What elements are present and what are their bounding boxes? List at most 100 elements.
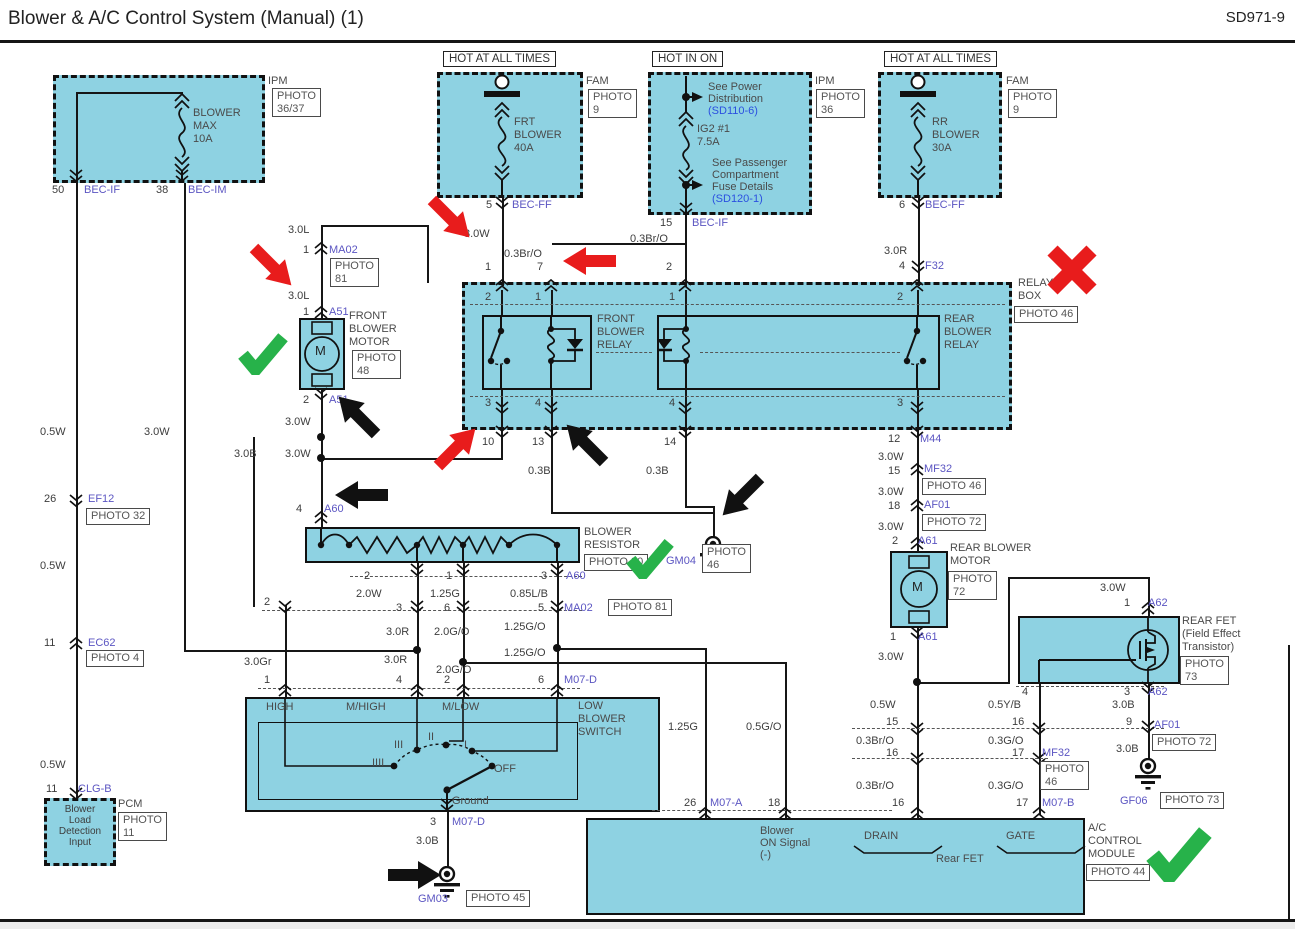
photo-reference-label: PHOTO 4 (86, 650, 145, 667)
wire-line (417, 563, 419, 697)
pin-number: 26 (684, 797, 697, 809)
annotation-arrow-icon (388, 861, 441, 889)
component-label: MAX (193, 120, 217, 132)
component-label: 10A (193, 133, 213, 145)
pin-number: 2 (444, 674, 451, 686)
photo-reference-label: PHOTO 44 (1086, 864, 1151, 881)
pin-chevron-icon (910, 463, 924, 476)
pin-chevron-icon (1032, 722, 1046, 736)
component-label: MOTOR (349, 336, 390, 348)
annotation-arrow-icon (433, 428, 476, 471)
pcm-input-label: Blower Load Detection Input (58, 804, 102, 848)
photo-reference-label: PHOTO 81 (608, 599, 673, 616)
pin-chevron-icon (495, 401, 509, 415)
inner-frame (482, 315, 592, 390)
pin-chevron-icon (910, 401, 924, 415)
wire-line (321, 225, 428, 227)
pin-chevron-icon (314, 242, 328, 255)
pin-number: 12 (888, 433, 901, 445)
photo-reference-label: PHOTO 81 (330, 258, 379, 287)
component-label: 30A (932, 142, 952, 154)
junction-dot (459, 658, 467, 666)
photo-reference-label: PHOTO 9 (588, 89, 637, 118)
pin-number: 5 (486, 199, 493, 211)
pin-number: 1 (669, 291, 676, 303)
wire-line (1039, 684, 1041, 815)
wire-line (501, 437, 503, 459)
wire-gauge-label: 0.3G/O (988, 780, 1024, 792)
annotation-arrow-icon (722, 473, 765, 516)
connector-name: GM03 (418, 893, 448, 905)
connector-name: MA02 (564, 602, 593, 614)
pin-number: 4 (396, 674, 403, 686)
photo-reference-label: PHOTO 72 (922, 514, 987, 531)
motor-letter: M (315, 343, 326, 358)
pin-number: 1 (303, 306, 310, 318)
connector-dash-line (470, 396, 1005, 397)
wire-line (705, 648, 707, 818)
pin-chevron-icon (69, 494, 83, 508)
junction-dot (682, 93, 690, 101)
branch-arrow-icon (692, 92, 703, 102)
connector-name: A62 (1148, 686, 1168, 698)
annotation-arrow-icon (427, 195, 470, 238)
component-block-dashed (878, 72, 1002, 198)
pin-chevron-icon (278, 684, 292, 697)
component-label: (-) (760, 849, 771, 861)
component-block (586, 818, 1085, 915)
connector-dash-line (852, 758, 1048, 759)
connector-name: F32 (925, 260, 944, 272)
power-state-header: HOT IN ON (652, 51, 724, 67)
pin-number: 2 (897, 291, 904, 303)
pin-number: 11 (44, 637, 56, 649)
pin-chevron-icon (278, 600, 292, 614)
blower-max-fuse-icon (174, 93, 190, 181)
component-label: BLOWER (932, 129, 980, 141)
photo-reference-label: PHOTO 48 (352, 350, 401, 379)
pin-chevron-icon (550, 563, 564, 577)
connector-name: EF12 (88, 493, 115, 505)
pin-chevron-icon (778, 807, 792, 820)
pin-number: 11 (46, 783, 58, 795)
pin-chevron-icon (175, 169, 189, 183)
wire-gauge-label: 0.3B (528, 465, 551, 477)
component-label: BLOWER (514, 129, 562, 141)
pin-chevron-icon (1141, 602, 1155, 615)
connector-name: GM04 (666, 555, 696, 567)
junction-dot (913, 678, 921, 686)
see-reference-link[interactable]: (SD120-1) (712, 193, 763, 205)
see-reference-link[interactable]: (SD110-6) (708, 105, 758, 117)
pin-number: 15 (660, 217, 673, 229)
connector-name: MF32 (924, 463, 953, 475)
pin-number: 1 (485, 261, 492, 273)
annotation-arrow-icon (563, 247, 616, 275)
component-label: RELAY (1018, 277, 1054, 289)
component-label: BOX (1018, 290, 1042, 302)
pin-chevron-icon (314, 511, 328, 524)
component-label: Fuse Details (712, 181, 774, 193)
wire-line (463, 662, 786, 664)
wire-gauge-label: 3.0W (878, 451, 904, 463)
component-label: Compartment (712, 169, 779, 181)
component-label: BLOWER (597, 326, 645, 338)
pin-chevron-icon (410, 684, 424, 697)
component-label: RR (932, 116, 948, 128)
component-label: RESISTOR (584, 539, 641, 551)
annotation-arrow-icon (566, 424, 609, 467)
wire-gauge-label: 2.0G/O (436, 664, 472, 676)
pin-number: 1 (535, 291, 542, 303)
wire-line (557, 563, 559, 697)
component-label: RELAY (597, 339, 633, 351)
wire-line (447, 812, 449, 870)
pin-chevron-icon (550, 684, 564, 697)
wire-line (0, 40, 1295, 43)
wire-line (321, 225, 323, 318)
pin-number: 26 (44, 493, 57, 505)
connector-dash-line (1016, 686, 1164, 687)
wire-line (285, 605, 287, 697)
connector-name: AF01 (924, 499, 951, 511)
wire-gauge-label: 3.0L (288, 290, 310, 302)
connector-name: A61 (918, 631, 938, 643)
photo-reference-label: PHOTO 32 (86, 508, 151, 525)
pin-number: 6 (538, 674, 545, 686)
